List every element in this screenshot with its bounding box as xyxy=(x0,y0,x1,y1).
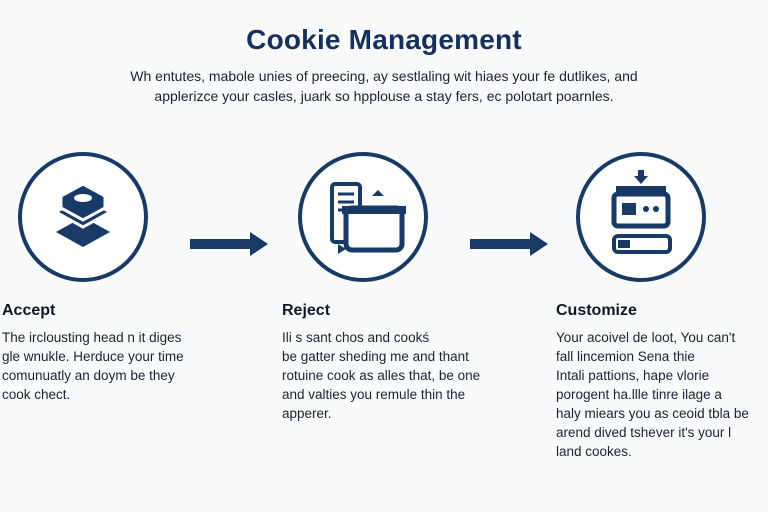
accept-desc-line: gle wnukle. Herduce your time xyxy=(2,349,184,364)
customize-desc-line: Intali pattions, hape vlorie xyxy=(556,368,710,383)
intro-line: applerizce your casles, juark so hpplous… xyxy=(154,88,614,104)
intro-line: Wh entutes, mabole unies of preecing, ay… xyxy=(130,68,638,84)
customize-description: Your acoivel de loot, You can't fall lin… xyxy=(556,328,749,461)
accept-description: The irclousting head n it diges gle wnuk… xyxy=(2,328,184,404)
accept-desc-line: cook chect. xyxy=(2,387,71,402)
customize-desc-line: arend dived tshever it's your l xyxy=(556,425,732,440)
accept-step-circle xyxy=(18,152,148,282)
customize-desc-line: land cookes. xyxy=(556,444,632,459)
customize-step-circle xyxy=(576,152,706,282)
stacked-cookie-icon xyxy=(52,182,114,247)
document-stack-icon xyxy=(330,182,406,254)
accept-desc-line: The irclousting head n it diges xyxy=(2,330,182,345)
customize-title: Customize xyxy=(556,302,637,319)
reject-title: Reject xyxy=(282,302,331,319)
customize-desc-line: fall lincemion Sena thie xyxy=(556,349,695,364)
flow-arrow xyxy=(190,232,270,256)
reject-desc-line: be gatter sheding me and thant xyxy=(282,349,469,364)
flow-arrow xyxy=(470,232,550,256)
reject-step-circle xyxy=(298,152,428,282)
reject-description: Ili s sant chos and cookś be gatter shed… xyxy=(282,328,480,423)
reject-desc-line: Ili s sant chos and cookś xyxy=(282,330,430,345)
page-title: Cookie Management xyxy=(246,24,522,55)
customize-desc-line: Your acoivel de loot, You can't xyxy=(556,330,736,345)
intro-text: Wh entutes, mabole unies of preecing, ay… xyxy=(110,66,658,106)
reject-desc-line: apperer. xyxy=(282,406,332,421)
reject-desc-line: rotuine cook as alles that, be one xyxy=(282,368,481,383)
settings-panel-icon xyxy=(611,170,672,254)
accept-title: Accept xyxy=(2,302,56,319)
customize-desc-line: porogent ha.llle tinre ilage a xyxy=(556,387,722,402)
accept-desc-line: comunuatly an doym be they xyxy=(2,368,175,383)
reject-desc-line: and valties you remule thin the xyxy=(282,387,466,402)
customize-desc-line: haly miears you as ceoid tbla be xyxy=(556,406,749,421)
